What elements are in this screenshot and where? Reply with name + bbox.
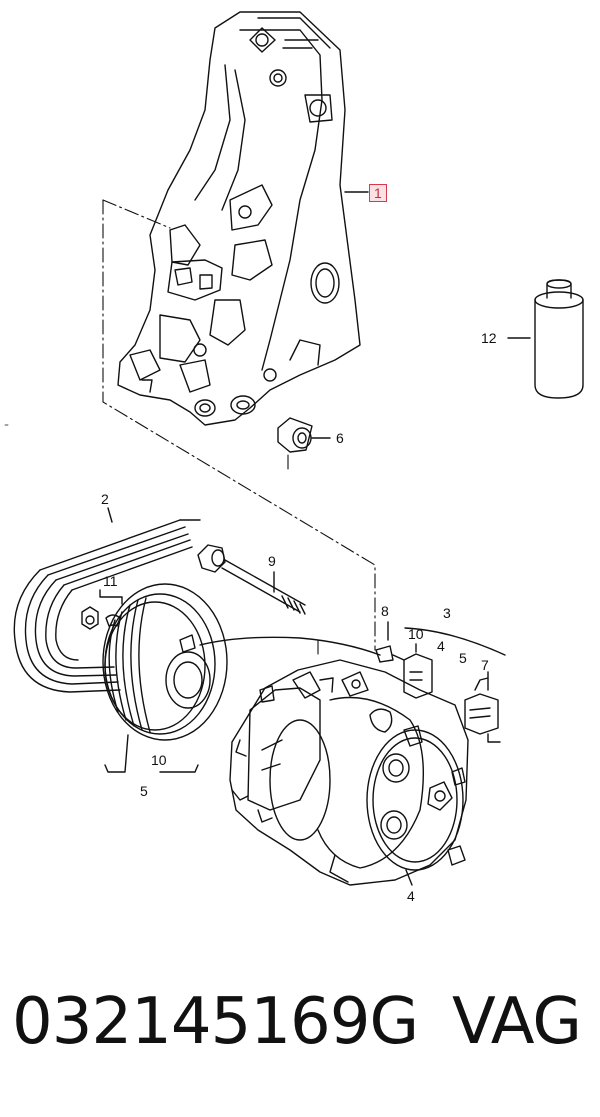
callout-6: 6 — [336, 430, 344, 446]
callout-3: 3 — [443, 605, 451, 621]
callout-4-top: 4 — [437, 638, 445, 654]
callout-11: 11 — [103, 573, 118, 589]
callout-12: 12 — [481, 330, 497, 346]
callout-5-top: 5 — [459, 650, 467, 666]
callout-8: 8 — [381, 603, 389, 619]
callout-1: 1 — [369, 184, 387, 202]
callout-4-bottom: 4 — [407, 888, 415, 904]
drier-part-12 — [507, 279, 584, 399]
bolt-part-9 — [197, 544, 306, 615]
callout-2: 2 — [101, 491, 109, 507]
callout-10-bottom: 10 — [151, 752, 167, 768]
part-caption: 032145169G VAG — [12, 985, 592, 1075]
callout-5-bottom: 5 — [140, 783, 148, 799]
bracket-part-1 — [117, 11, 361, 426]
wiring-harness — [199, 621, 506, 743]
bushing-part-6 — [277, 417, 331, 453]
parts-diagram — [4, 11, 584, 886]
callout-7: 7 — [481, 657, 489, 673]
clutch-pulley — [102, 583, 228, 741]
callout-9: 9 — [268, 553, 276, 569]
belt-part-2 — [13, 519, 201, 693]
compressor — [229, 659, 469, 886]
callout-10-top: 10 — [408, 626, 424, 642]
brand-name: VAG — [452, 985, 582, 1059]
part-number: 032145169G — [12, 985, 419, 1059]
